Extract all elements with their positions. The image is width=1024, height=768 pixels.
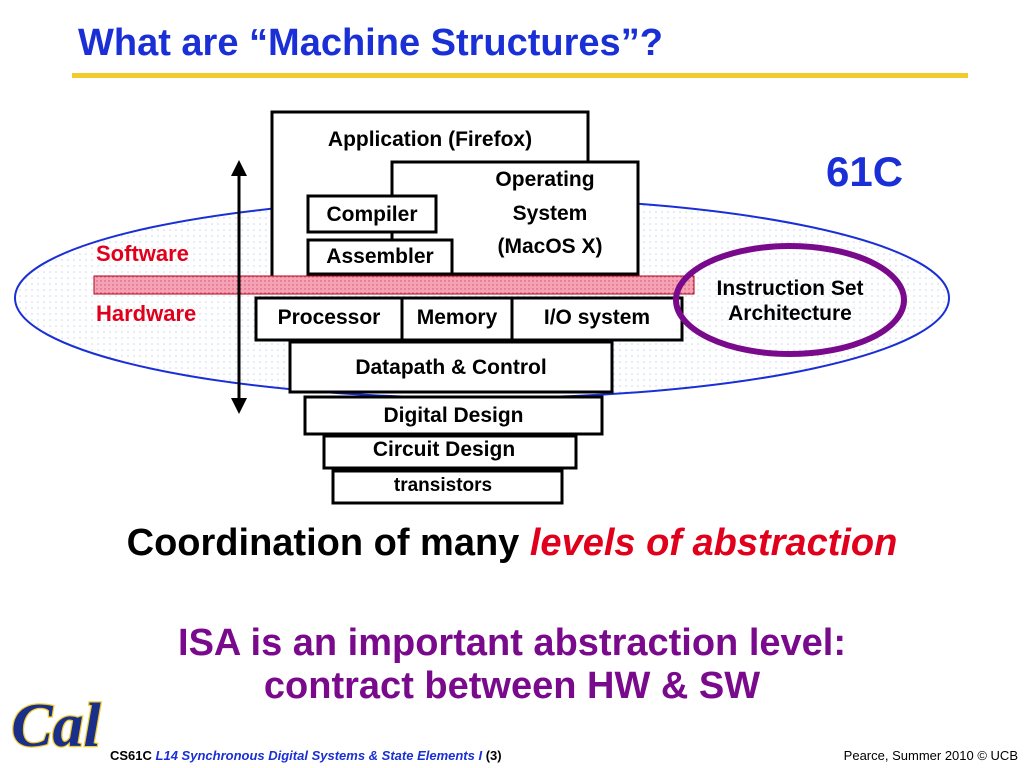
cal-logo: Cal [10,691,103,760]
os-label-line2: System [512,202,588,225]
circuit-design-box [322,434,578,470]
processor-label: Processor [277,306,381,329]
coordination-prefix: Coordination of many [126,522,530,564]
hardware-label: Hardware [96,301,197,326]
io-system-label: I/O system [543,306,651,329]
datapath-control-box [288,340,614,394]
application-label: Application (Firefox) [327,128,533,151]
transistors-box [331,469,564,505]
isa-highlight-circle [673,243,907,357]
isa-label: Instruction Set Architecture [698,276,882,326]
footer-lecture: L14 Synchronous Digital Systems & State … [155,748,483,763]
footer-course: CS61C [110,748,152,763]
isa-note-line2: contract between HW & SW [263,664,761,707]
os-label-line3: (MacOS X) [497,235,603,258]
cal-logo-text: Cal [11,692,101,760]
footer-page-number: (3) [485,748,502,763]
assembler-label: Assembler [326,245,434,268]
course-tag: 61C [826,148,904,195]
transistors-label: transistors [393,475,493,496]
os-label-line1: Operating [495,168,595,191]
footer-course-info: CS61C L14 Synchronous Digital Systems & … [110,748,502,763]
coordination-emphasis: levels of abstraction [529,522,898,564]
memory-box [400,296,514,342]
coordination-statement: Coordination of many levels of abstracti… [0,522,1024,565]
datapath-control-label: Datapath & Control [355,356,547,379]
isa-label-line1: Instruction Set [716,277,864,300]
footer-author: Pearce, Summer 2010 © UCB [843,748,1018,763]
isa-note-line1: ISA is an important abstraction level: [178,622,846,664]
assembler-box [306,238,454,276]
compiler-box [306,194,438,234]
digital-design-label: Digital Design [383,404,524,427]
memory-label: Memory [416,306,498,329]
compiler-label: Compiler [326,203,418,226]
isa-bar [93,275,695,295]
isa-note: ISA is an important abstraction level: c… [0,622,1024,707]
slide-title: What are “Machine Structures”? [78,22,663,64]
circuit-design-label: Circuit Design [372,438,516,461]
digital-design-box [303,395,604,436]
arrow-up-head [231,160,247,176]
isa-label-line2: Architecture [728,302,852,326]
arrow-down-head [231,398,247,414]
software-label: Software [96,241,189,266]
title-underline [72,73,968,78]
